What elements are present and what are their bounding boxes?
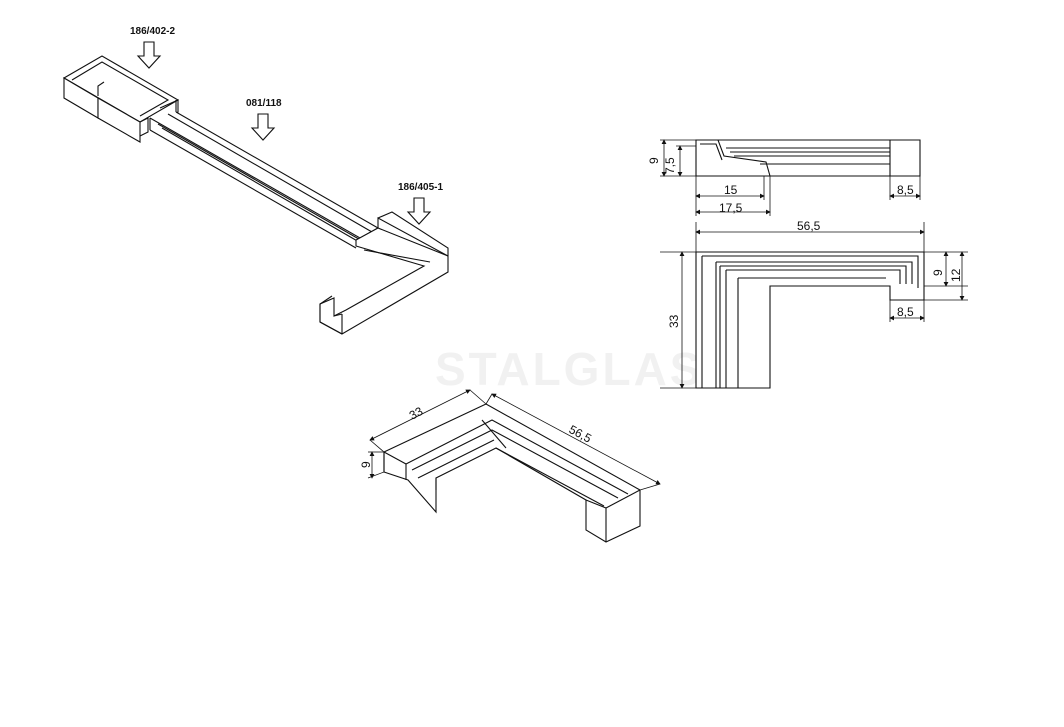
profile-bar (149, 100, 380, 249)
dim-15: 15 (724, 183, 738, 197)
label-186-405-1: 186/405-1 (398, 182, 443, 193)
dim-56-5-top: 56,5 (797, 219, 821, 233)
dim-9-top: 9 (931, 269, 945, 276)
dim-56-5-iso: 56,5 (567, 422, 594, 445)
iso-assembly (62, 55, 449, 335)
left-end-cap (62, 55, 180, 143)
dim-12-top: 12 (949, 268, 963, 282)
dim-33-top: 33 (667, 314, 681, 328)
down-arrow-icon (250, 113, 276, 141)
label-081-118: 081/118 (246, 98, 282, 109)
top-view (660, 222, 968, 389)
dim-9-iso: 9 (359, 461, 373, 468)
corner-piece (319, 211, 449, 335)
dim-17-5: 17,5 (719, 201, 743, 215)
dim-7-5-side: 7,5 (663, 157, 677, 174)
label-left-end-cap: 186/402-2 (130, 26, 175, 69)
dim-8-5-side: 8,5 (897, 183, 914, 197)
dim-33-iso: 33 (407, 404, 426, 423)
dim-9-side: 9 (647, 157, 661, 164)
label-profile: 081/118 (246, 98, 282, 141)
down-arrow-icon (406, 197, 432, 225)
label-186-402-2: 186/402-2 (130, 26, 175, 37)
side-view (660, 139, 921, 216)
iso-corner (367, 389, 661, 543)
watermark: STALGLASS (435, 343, 737, 395)
down-arrow-icon (136, 41, 162, 69)
dim-8-5-top: 8,5 (897, 305, 914, 319)
label-corner: 186/405-1 (398, 182, 443, 225)
